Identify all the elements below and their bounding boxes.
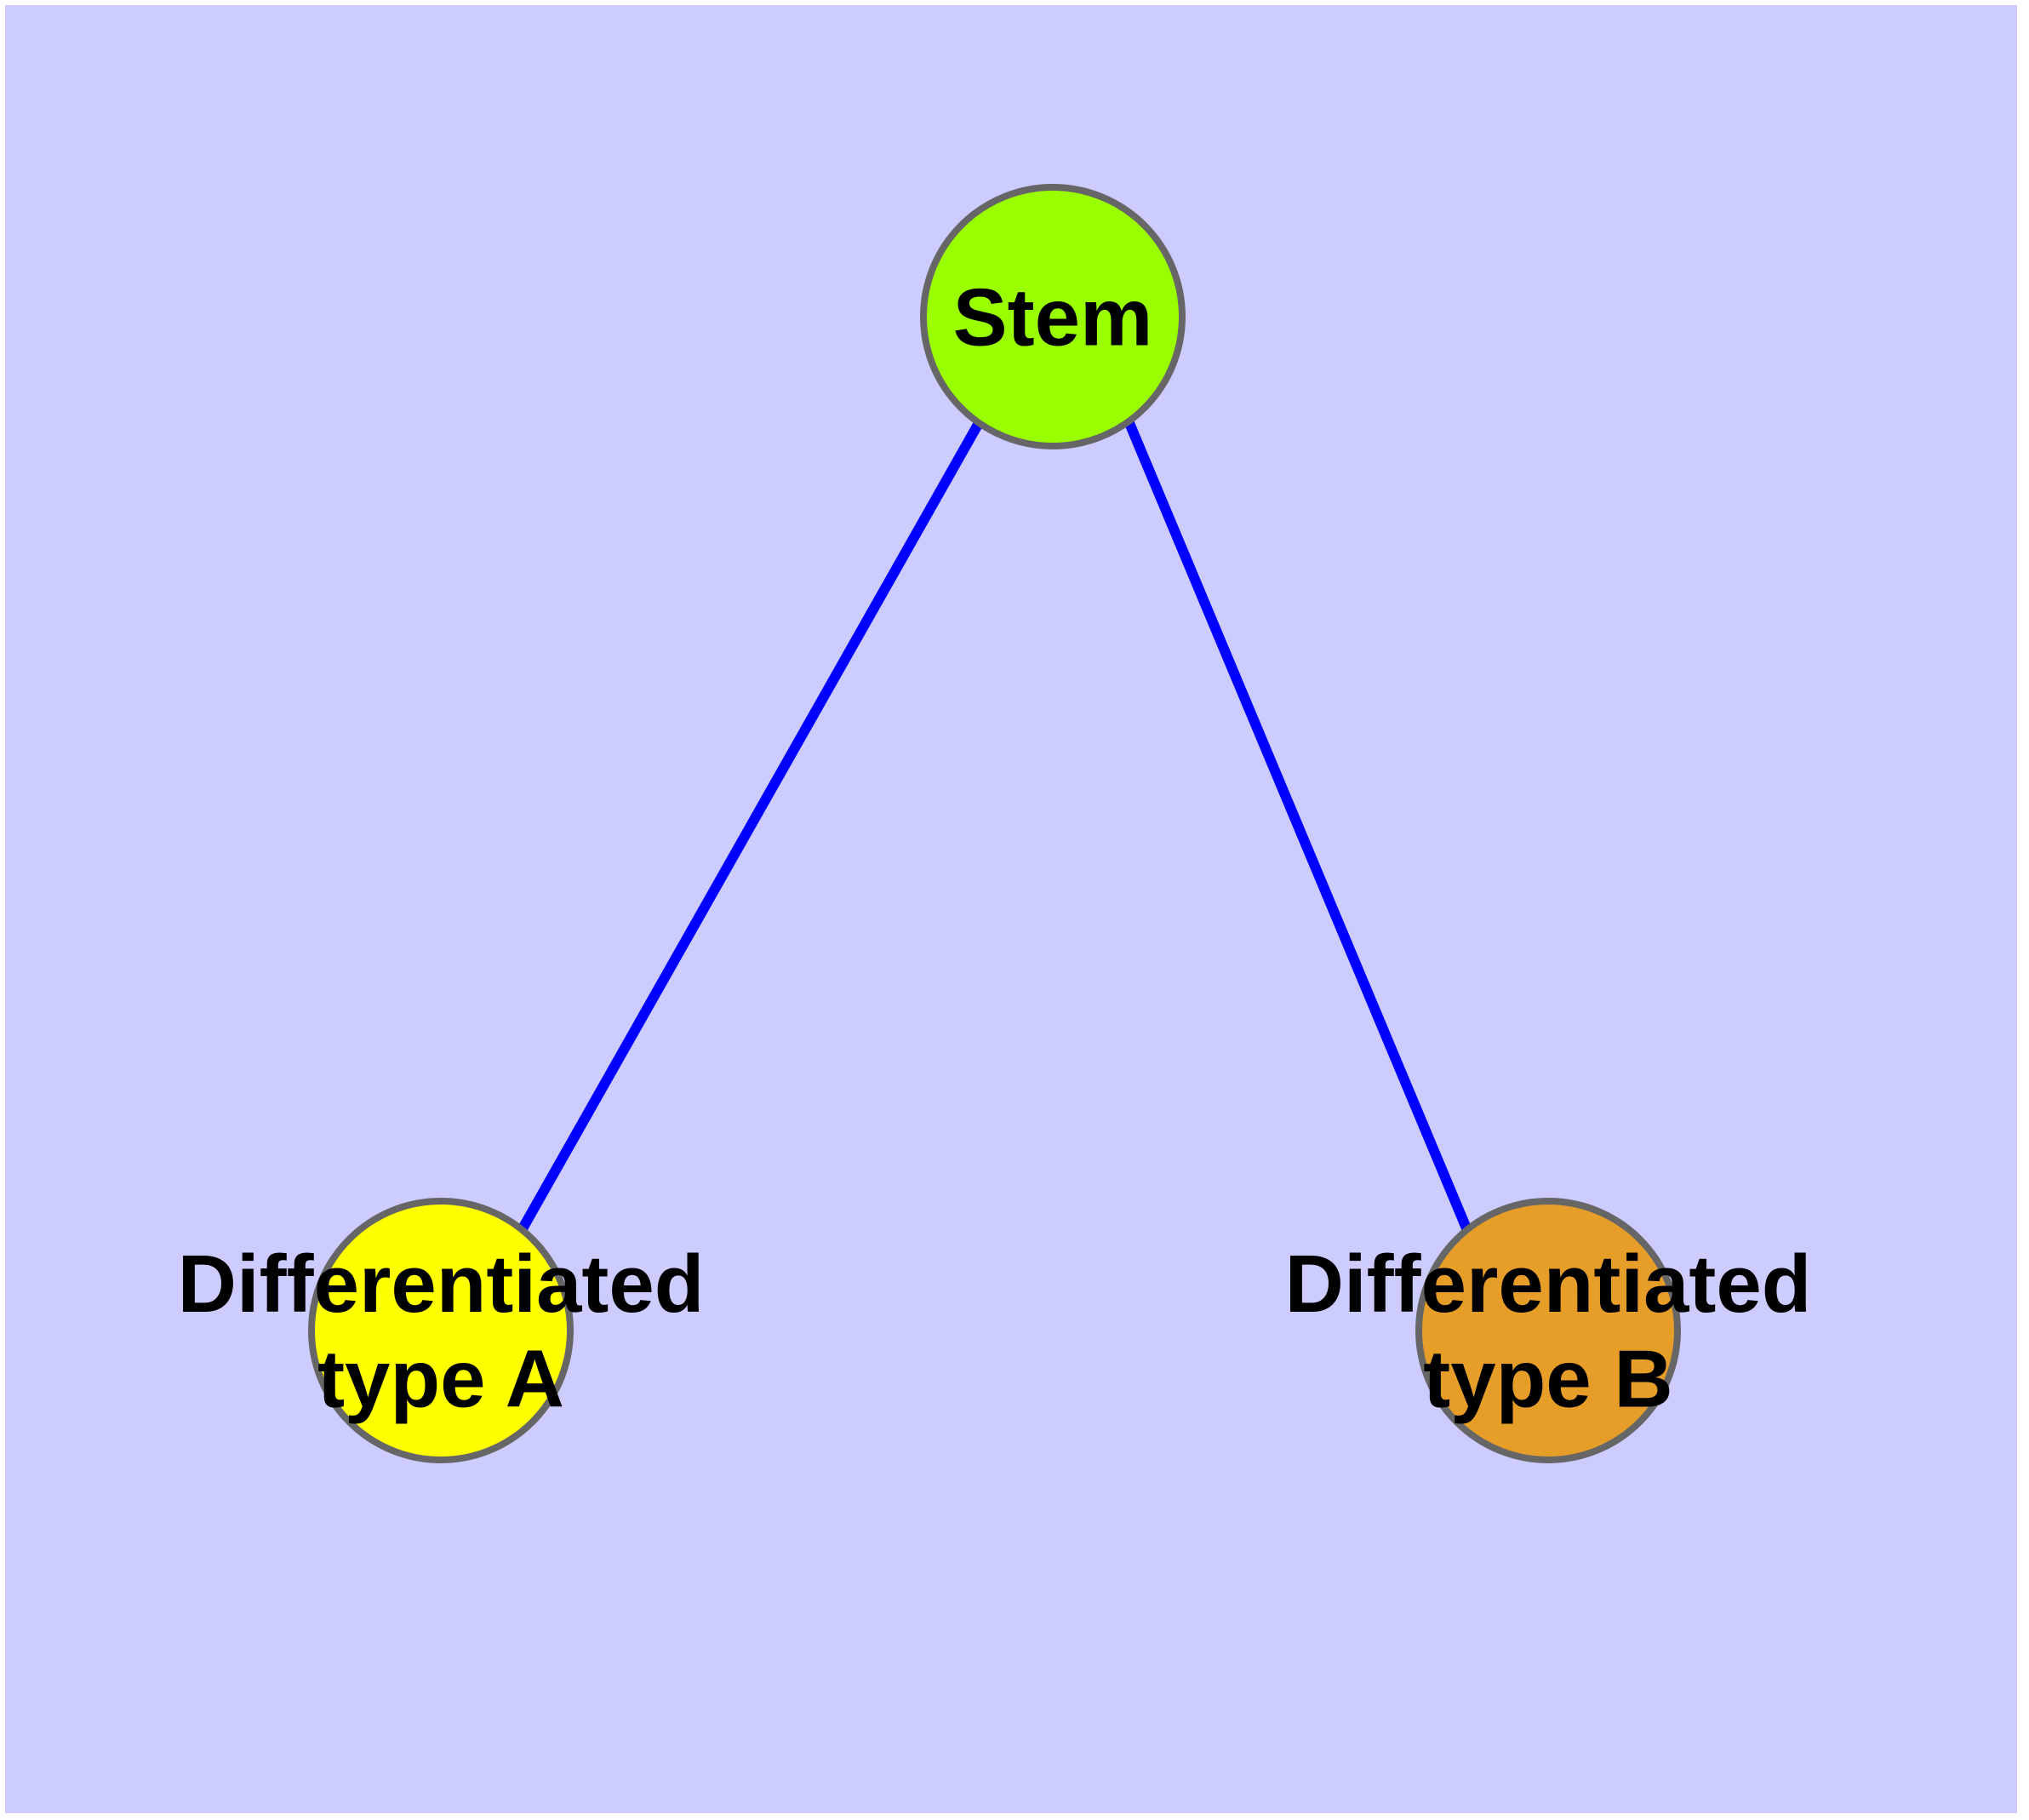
node-label-stem: Stem [953, 272, 1153, 363]
node-label-line: Differentiated [1285, 1239, 1812, 1330]
node-label-line: Differentiated [178, 1239, 705, 1330]
graph-node-stem[interactable]: Stem [920, 184, 1186, 449]
graph-edge-stem-to-diff_a[interactable] [517, 421, 984, 1233]
node-label-line: type A [317, 1333, 564, 1424]
graph-edge-stem-to-diff_b[interactable] [1124, 421, 1474, 1237]
edges-layer [517, 421, 1474, 1237]
node-label-line: Stem [953, 272, 1153, 363]
node-label-line: type B [1423, 1333, 1672, 1424]
node-circle-stem[interactable] [920, 184, 1186, 449]
node-circle-diff_b[interactable] [1415, 1198, 1681, 1463]
node-circle-diff_a[interactable] [308, 1198, 574, 1463]
